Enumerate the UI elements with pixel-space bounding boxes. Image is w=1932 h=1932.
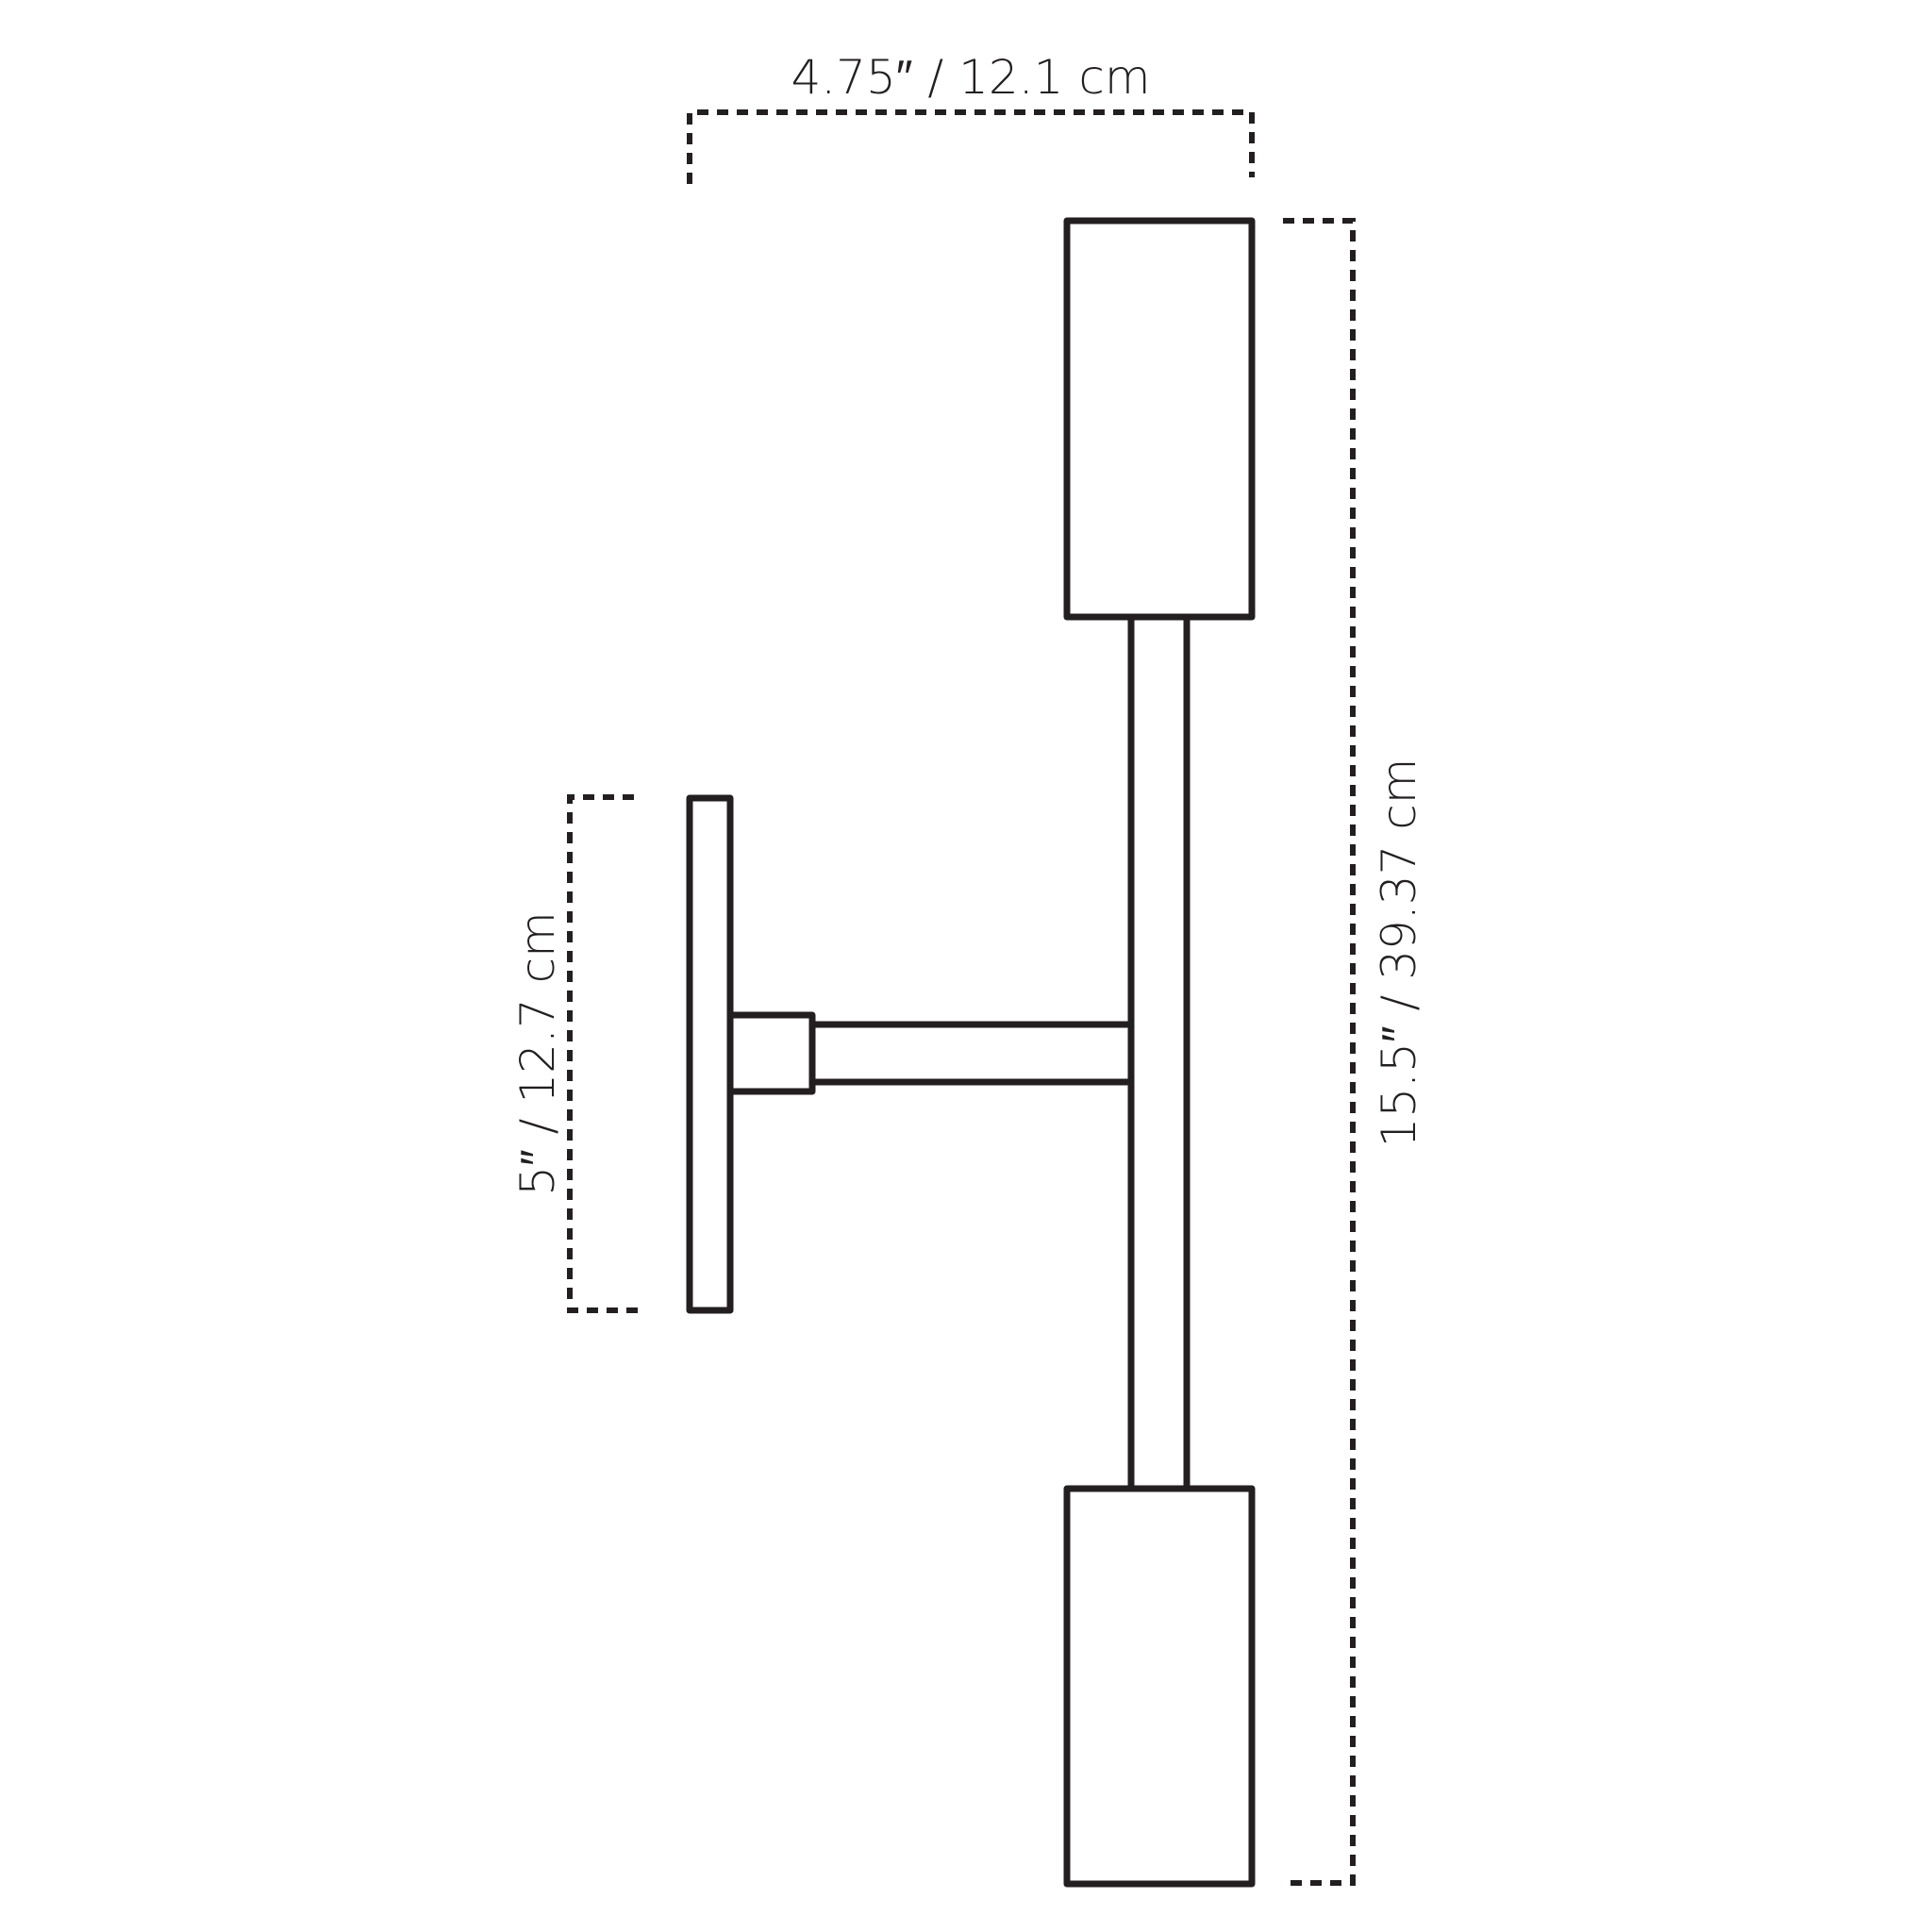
height-dimension-label: 15.5″ / 39.37 cm bbox=[1372, 758, 1426, 1148]
top-shade bbox=[1063, 217, 1256, 621]
collar bbox=[725, 1011, 816, 1095]
bottom-shade bbox=[1063, 1485, 1256, 1888]
height-dimension-line bbox=[1283, 218, 1356, 1886]
stem bbox=[1127, 613, 1191, 1492]
backplate-dimension-line bbox=[567, 794, 641, 1313]
arm bbox=[808, 1021, 1135, 1086]
width-dimension-label: 4.75″ / 12.1 cm bbox=[791, 50, 1150, 105]
backplate bbox=[686, 794, 734, 1314]
width-dimension-line bbox=[687, 109, 1255, 184]
backplate-dimension-label: 5″ / 12.7 cm bbox=[510, 911, 565, 1196]
